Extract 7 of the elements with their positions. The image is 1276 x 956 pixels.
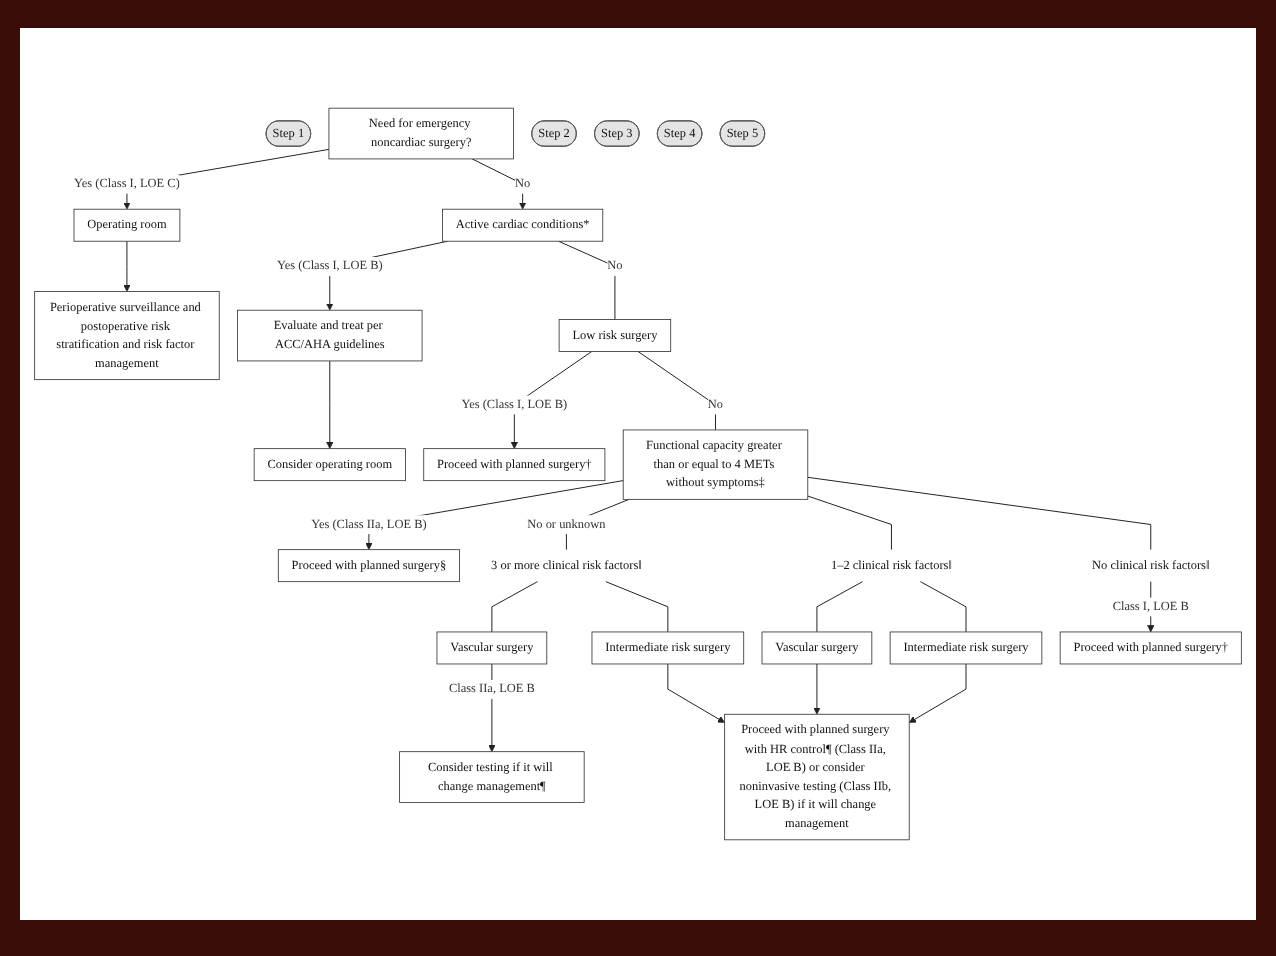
connector bbox=[807, 495, 892, 551]
connector bbox=[637, 351, 716, 431]
connector bbox=[605, 581, 669, 633]
connector bbox=[807, 476, 1152, 551]
connector bbox=[816, 581, 863, 633]
connector bbox=[919, 581, 967, 633]
connector bbox=[491, 581, 538, 633]
